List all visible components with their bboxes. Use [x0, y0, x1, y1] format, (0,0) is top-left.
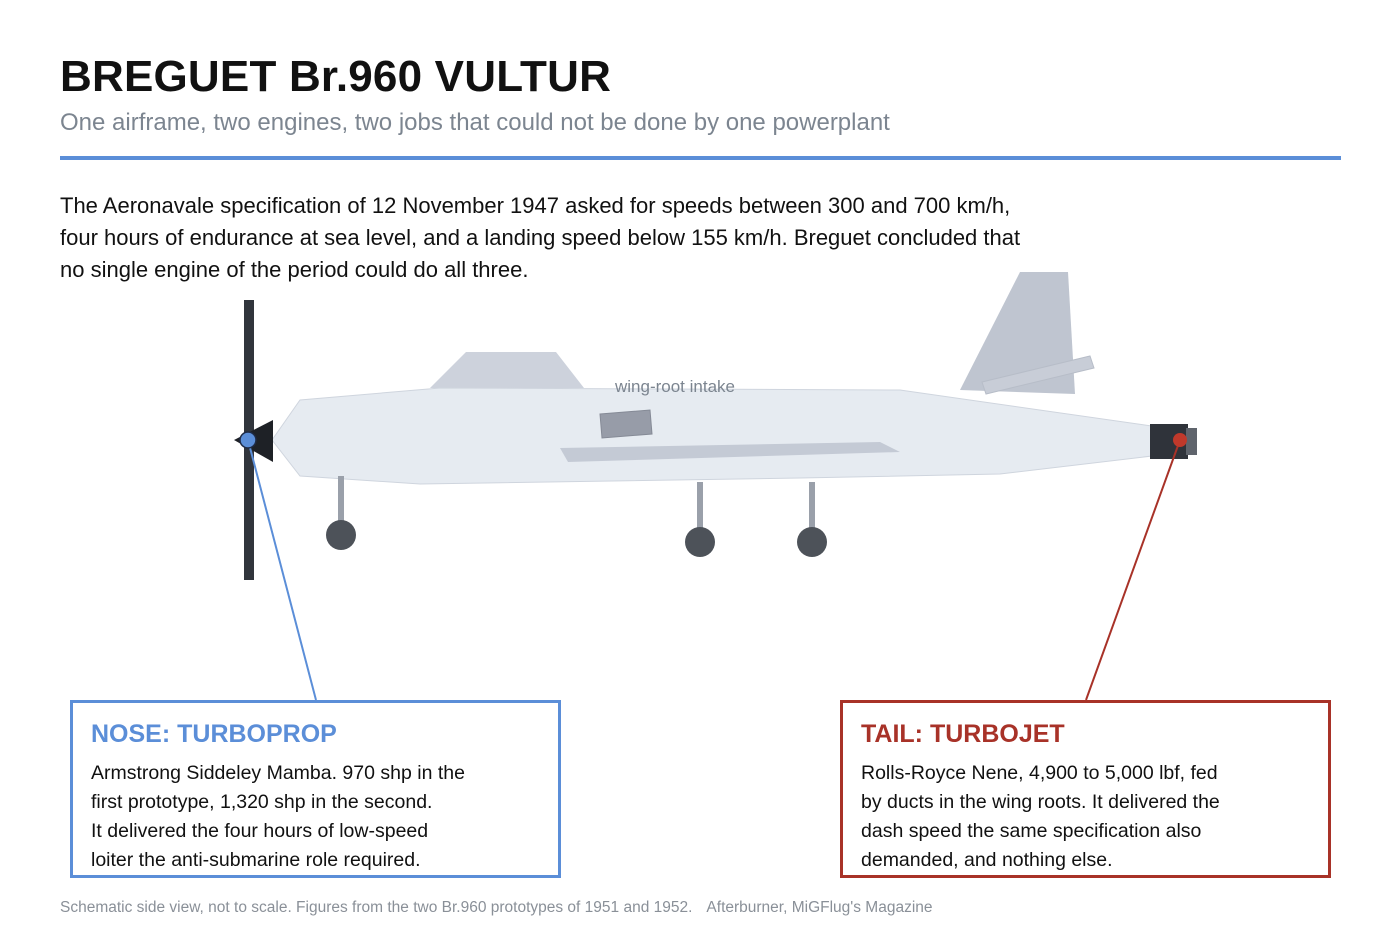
fuselage	[271, 387, 1153, 485]
intro-line: four hours of endurance at sea level, an…	[60, 225, 1021, 250]
main-wheel	[797, 527, 827, 557]
callout-title: TAIL: TURBOJET	[861, 720, 1065, 748]
header-rule	[60, 156, 1341, 160]
intro-paragraph: The Aeronavale specification of 12 Novem…	[60, 190, 1140, 286]
canopy	[430, 352, 584, 388]
main-landing-gear-rear	[797, 482, 827, 557]
footer-note: Schematic side view, not to scale. Figur…	[60, 899, 933, 917]
intro-line: The Aeronavale specification of 12 Novem…	[60, 193, 1011, 218]
callout-body: Armstrong Siddeley Mamba. 970 shp in the…	[91, 759, 540, 875]
intake-label: wing-root intake	[614, 377, 735, 396]
callout-line: loiter the anti-submarine role required.	[91, 849, 421, 871]
turbojet-marker	[1173, 433, 1187, 447]
footer-source: Afterburner, MiGFlug's Magazine	[706, 899, 933, 916]
callout-line: It delivered the four hours of low-speed	[91, 820, 429, 842]
intro-line: no single engine of the period could do …	[60, 257, 529, 282]
nose-leader-line	[247, 439, 317, 701]
page-subtitle: One airframe, two engines, two jobs that…	[60, 109, 890, 136]
wing-root-intake	[599, 409, 653, 439]
nose-turboprop-callout: NOSE: TURBOPROP Armstrong Siddeley Mamba…	[70, 700, 561, 878]
tail-leader-line	[1085, 439, 1181, 701]
footer-caption: Schematic side view, not to scale. Figur…	[60, 899, 693, 916]
nose-wheel	[326, 520, 356, 550]
callout-title: NOSE: TURBOPROP	[91, 720, 337, 748]
callout-line: demanded, and nothing else.	[861, 849, 1113, 871]
nose-landing-gear	[326, 476, 356, 550]
callout-line: Armstrong Siddeley Mamba. 970 shp in the	[91, 762, 465, 784]
callout-body: Rolls-Royce Nene, 4,900 to 5,000 lbf, fe…	[861, 759, 1310, 875]
wing	[560, 442, 900, 462]
turboprop-marker	[239, 431, 257, 449]
callout-line: first prototype, 1,320 shp in the second…	[91, 791, 433, 813]
callout-line: Rolls-Royce Nene, 4,900 to 5,000 lbf, fe…	[861, 762, 1218, 784]
callout-line: by ducts in the wing roots. It delivered…	[861, 791, 1220, 813]
main-landing-gear-front	[685, 482, 715, 557]
page-title: BREGUET Br.960 VULTUR	[60, 52, 612, 101]
vertical-fin	[960, 272, 1075, 394]
main-wheel	[685, 527, 715, 557]
jet-exhaust-tip	[1186, 428, 1197, 455]
callout-line: dash speed the same specification also	[861, 820, 1202, 842]
tail-turbojet-callout: TAIL: TURBOJET Rolls-Royce Nene, 4,900 t…	[840, 700, 1331, 878]
horizontal-stabilizer	[981, 355, 1095, 395]
